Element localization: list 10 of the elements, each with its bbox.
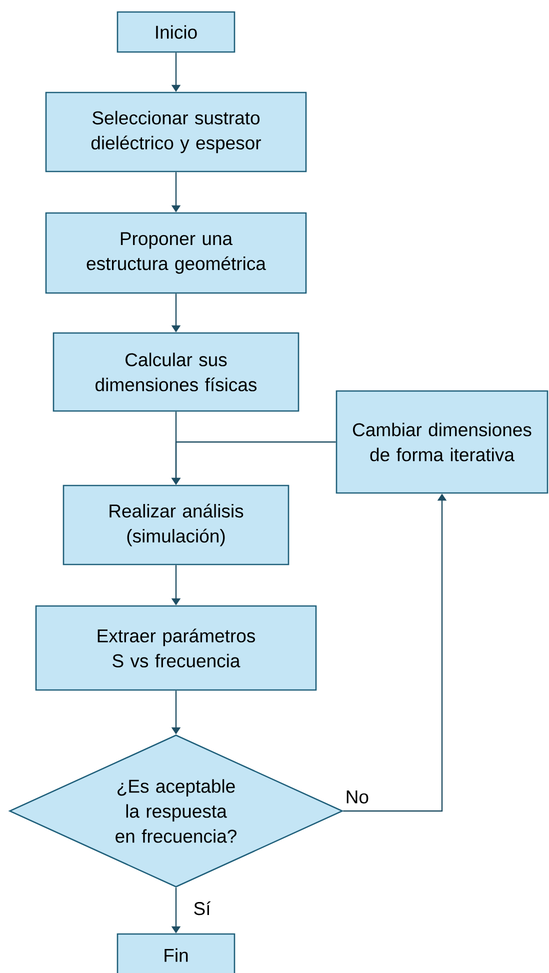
terminal-box: Inicio: [116, 11, 236, 53]
process-box: Proponer una estructura geométrica: [45, 212, 307, 294]
process-box: Calcular sus dimensiones físicas: [52, 332, 300, 412]
process-box: Cambiar dimensiones de forma iterativa: [336, 390, 548, 494]
process-box: Realizar análisis (simulación): [62, 484, 290, 566]
edge-label: Sí: [192, 900, 212, 916]
edge-label: No: [344, 790, 370, 804]
terminal-box: Fin: [116, 933, 236, 973]
process-box: Extraer parámetros S vs frecuencia: [35, 605, 317, 691]
process-box: Seleccionar sustrato dieléctrico y espesor: [45, 92, 307, 172]
